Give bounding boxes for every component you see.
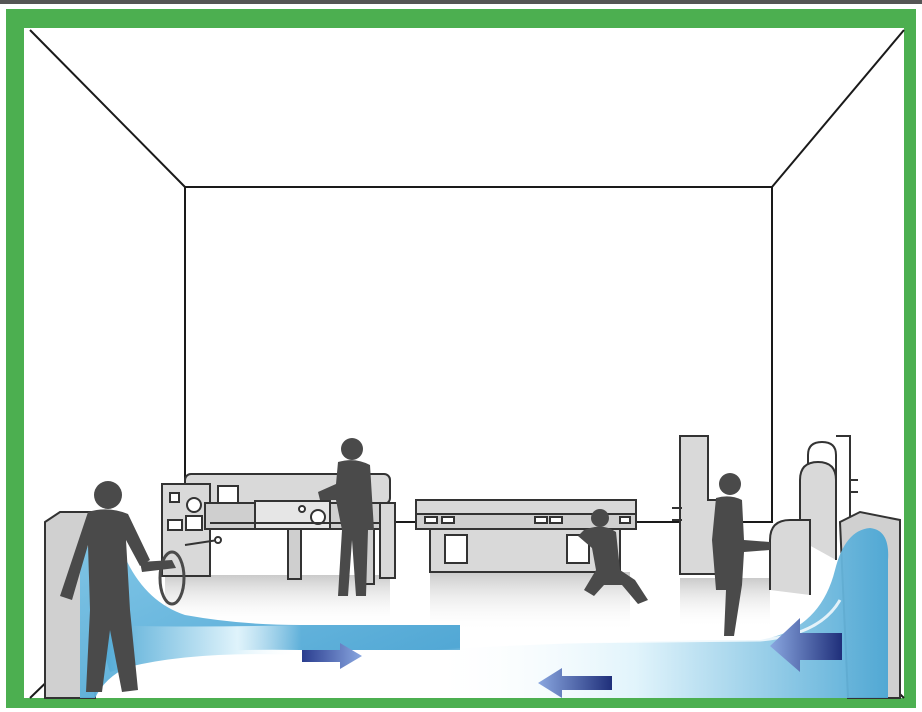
machine-left-button [170,493,179,502]
machine-left-slot [168,520,182,530]
top-rule [0,0,922,4]
machine-center-slot-4 [550,517,562,523]
machine-left-dial [187,498,201,512]
machine-center-door-1 [445,535,467,563]
machine-left-leg-1 [288,529,301,579]
machine-right-housing [770,520,810,595]
machine-center-slot-2 [442,517,454,523]
machine-left-knob-small [299,506,305,512]
machine-left-knob [311,510,325,524]
machine-center-slot-1 [425,517,437,523]
machine-center-slot-5 [620,517,630,523]
machine-left-screen [186,516,202,530]
machine-left-end [380,503,395,578]
machine-left-lever-tip [215,537,221,543]
machine-center-slot-3 [535,517,547,523]
